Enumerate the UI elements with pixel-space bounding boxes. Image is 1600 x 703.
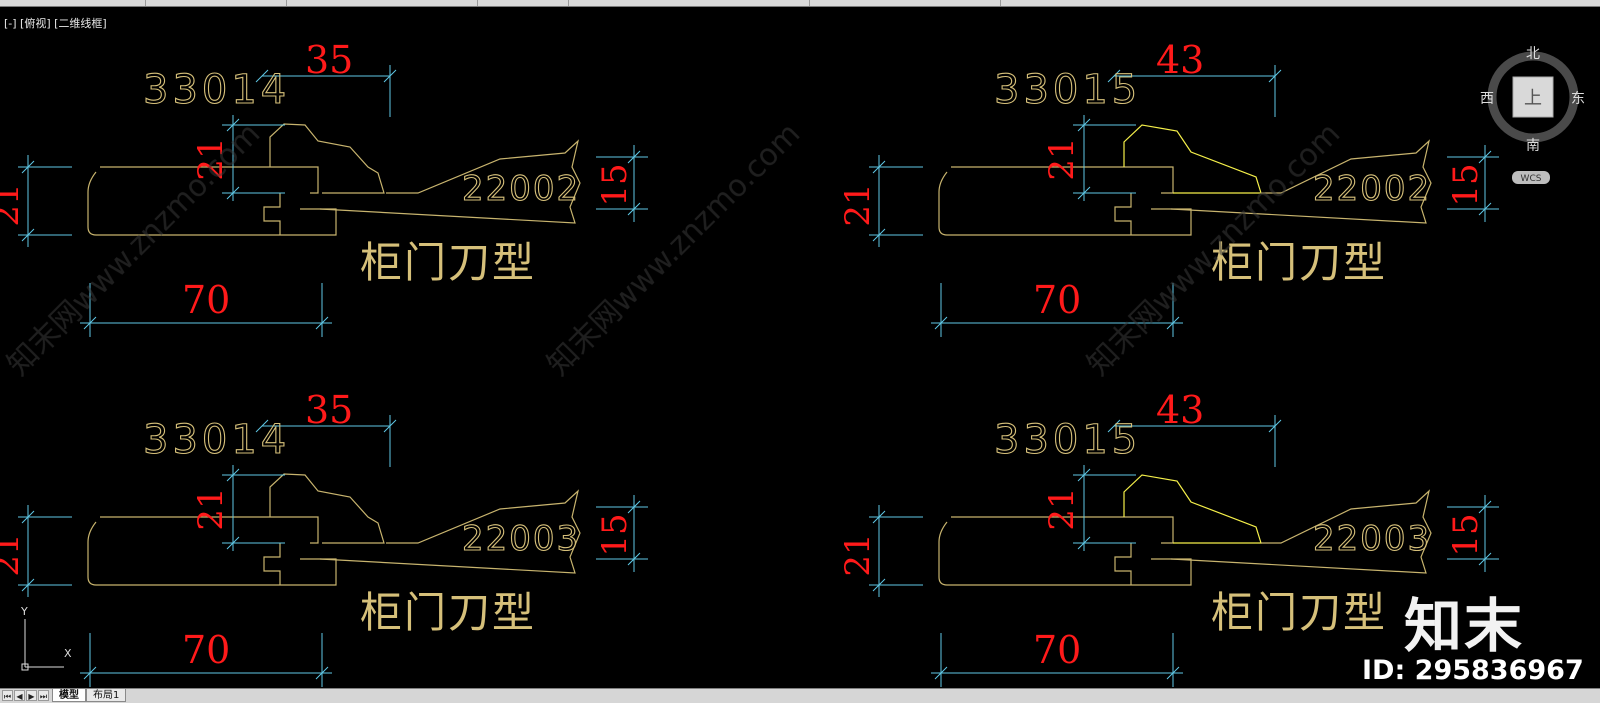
dim-mid-text: 21 xyxy=(1042,137,1082,180)
viewcube-south[interactable]: 南 xyxy=(1526,138,1540,154)
watermark-text: 知末网www.znzmo.com xyxy=(541,116,807,382)
dim-top-text: 35 xyxy=(305,38,353,82)
profile-outline xyxy=(87,166,337,236)
profile-outline xyxy=(938,516,1192,586)
profile-molding xyxy=(1123,124,1262,194)
code-label: 33014 xyxy=(143,417,290,463)
dim-left-text: 21 xyxy=(0,183,27,226)
dim-bottom-text: 70 xyxy=(182,278,230,322)
viewcube-north[interactable]: 北 xyxy=(1526,46,1540,62)
drawings-layer: 33014 35 21 21 15 22002 柜门刀型 70 33015 43 21 21 15 220… xyxy=(0,38,1499,687)
wcs-button[interactable] xyxy=(1512,171,1550,184)
ribbon-tab[interactable] xyxy=(810,0,1001,6)
blade-outline xyxy=(319,489,581,574)
ribbon-tab[interactable] xyxy=(478,0,569,6)
profile-groove xyxy=(263,543,281,585)
blade-label: 22003 xyxy=(462,519,580,559)
tab-model[interactable]: 模型 xyxy=(52,689,86,702)
cad-canvas[interactable]: 33014 35 21 21 15 22002 柜门刀型 70 33015 43 21 21 15 220… xyxy=(0,7,1600,688)
dim-left-text: 21 xyxy=(838,183,878,226)
dim-top-text: 43 xyxy=(1156,38,1204,82)
blade-label: 22002 xyxy=(1313,169,1431,209)
title-label: 柜门刀型 xyxy=(360,588,536,637)
blade-label: 22003 xyxy=(1313,519,1431,559)
dim-left-text: 21 xyxy=(838,533,878,576)
ribbon-tab[interactable] xyxy=(569,0,810,6)
watermark-logo: 知末 xyxy=(1404,592,1525,660)
dim-mid-text: 21 xyxy=(1042,487,1082,530)
viewcube[interactable]: 上 北 南 东 西 WCS xyxy=(1480,46,1585,184)
profile-groove xyxy=(1114,543,1132,585)
viewcube-face-label: 上 xyxy=(1524,88,1542,109)
watermark-id: ID: 295836967 xyxy=(1362,655,1584,686)
dim-tick xyxy=(255,69,269,83)
blade-outline xyxy=(1170,139,1432,224)
blade-label: 22002 xyxy=(462,169,580,209)
profile-outline xyxy=(87,516,337,586)
ribbon-tab[interactable] xyxy=(287,0,478,6)
code-label: 33014 xyxy=(143,67,290,113)
profile-outline xyxy=(938,166,1192,236)
code-label: 33015 xyxy=(994,67,1141,113)
tab-prev-button[interactable]: ◀ xyxy=(14,690,25,701)
dim-top-text: 43 xyxy=(1156,388,1204,432)
viewcube-face[interactable] xyxy=(1512,76,1554,118)
profile-molding xyxy=(269,123,385,194)
dim-tick xyxy=(255,419,269,433)
profile-molding xyxy=(269,473,385,544)
viewcube-west[interactable]: 西 xyxy=(1480,91,1494,107)
dim-bottom-text: 70 xyxy=(1033,278,1081,322)
dim-tick xyxy=(1107,419,1121,433)
drawing-panel[interactable]: 33015 43 21 21 15 22002 柜门刀型 70 xyxy=(838,38,1499,337)
viewcube-east[interactable]: 东 xyxy=(1571,91,1585,107)
dim-left-text: 21 xyxy=(0,533,27,576)
drawing-viewport[interactable]: 33014 35 21 21 15 22002 柜门刀型 70 33015 43 21 21 15 220… xyxy=(0,7,1600,688)
drawing-panel[interactable]: 33014 35 21 21 15 22003 柜门刀型 70 xyxy=(0,388,648,687)
ribbon-tab[interactable] xyxy=(146,0,287,6)
ucs-y-label: Y xyxy=(20,605,28,618)
title-label: 柜门刀型 xyxy=(1211,588,1387,637)
profile-groove xyxy=(263,193,281,235)
dim-top-text: 35 xyxy=(305,388,353,432)
title-label: 柜门刀型 xyxy=(360,238,536,287)
ribbon-tab[interactable] xyxy=(0,0,146,6)
dim-mid-text: 21 xyxy=(191,487,231,530)
wcs-label: WCS xyxy=(1521,174,1542,184)
title-label: 柜门刀型 xyxy=(1211,238,1387,287)
drawing-panel[interactable]: 33014 35 21 21 15 22002 柜门刀型 70 xyxy=(0,38,648,337)
watermark-text: 知末网www.znzmo.com xyxy=(1,116,267,382)
tab-last-button[interactable]: ⏭ xyxy=(38,690,49,701)
blade-outline xyxy=(319,139,581,224)
layout-tab-bar: ⏮ ◀ ▶ ⏭ 模型 布局1 xyxy=(0,688,1600,703)
ribbon-strip xyxy=(0,0,1600,7)
tab-layout1[interactable]: 布局1 xyxy=(86,689,127,702)
profile-molding xyxy=(1123,474,1262,544)
viewport-label[interactable]: [-] [俯视] [二维线框] xyxy=(4,17,107,30)
profile-groove xyxy=(1114,193,1132,235)
dim-right-text: 15 xyxy=(1446,163,1486,206)
dim-bottom-text: 70 xyxy=(1033,628,1081,672)
ucs-icon: Y X xyxy=(20,605,72,671)
blade-outline xyxy=(1170,489,1432,574)
ucs-x-label: X xyxy=(64,647,72,660)
tab-next-button[interactable]: ▶ xyxy=(26,690,37,701)
dim-mid-text: 21 xyxy=(191,137,231,180)
tab-first-button[interactable]: ⏮ xyxy=(2,690,13,701)
watermark-layer: 知末网www.znzmo.com 知末网www.znzmo.com 知末网www… xyxy=(1,116,1347,382)
dim-bottom-text: 70 xyxy=(182,628,230,672)
drawing-panel[interactable]: 33015 43 21 21 15 22003 柜门刀型 70 xyxy=(838,388,1499,687)
dim-right-text: 15 xyxy=(595,513,635,556)
dim-right-text: 15 xyxy=(595,163,635,206)
code-label: 33015 xyxy=(994,417,1141,463)
dim-right-text: 15 xyxy=(1446,513,1486,556)
dim-tick xyxy=(1107,69,1121,83)
